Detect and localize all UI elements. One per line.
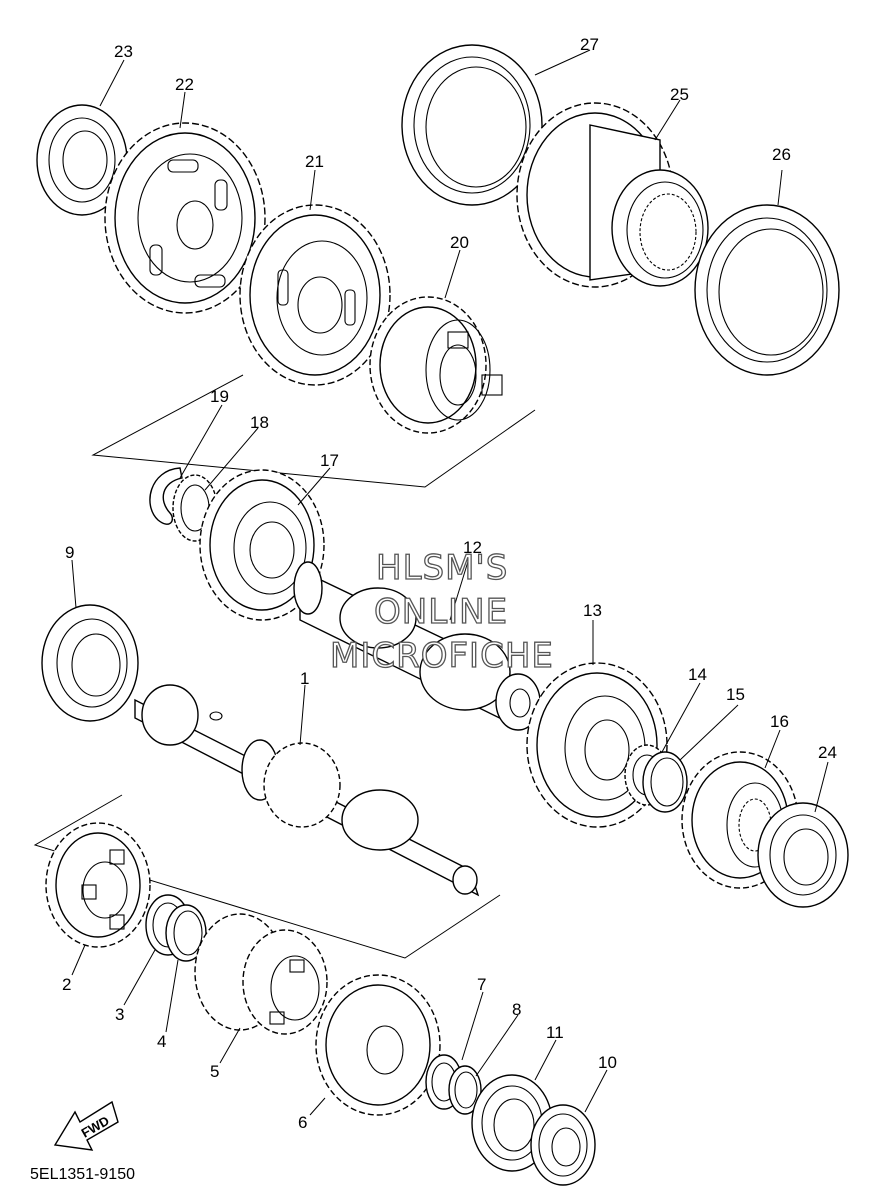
part-26-bearing [694, 204, 840, 376]
part-9-bearing [41, 604, 139, 722]
watermark-line-3: MICROFICHE [329, 635, 554, 676]
callout-11: 11 [546, 1023, 564, 1042]
callout-20: 20 [450, 233, 469, 252]
callout-17: 17 [320, 451, 339, 470]
callout-23: 23 [114, 42, 133, 61]
callout-24: 24 [818, 743, 837, 762]
callout-26: 26 [772, 145, 791, 164]
callout-25: 25 [670, 85, 689, 104]
part-5-gear [194, 913, 328, 1035]
callout-18: 18 [250, 413, 269, 432]
callout-3: 3 [115, 1005, 124, 1024]
lower-subassembly-outline [33, 794, 501, 959]
part-21-gear [239, 204, 391, 386]
callout-13: 13 [583, 601, 602, 620]
callout-numbers: 23 22 21 20 27 25 26 19 18 17 12 9 1 13 … [62, 35, 837, 1132]
callout-10: 10 [598, 1053, 617, 1072]
catalog-code: 5EL1351-9150 [30, 1166, 135, 1183]
callout-9: 9 [65, 543, 74, 562]
callout-5: 5 [210, 1062, 219, 1081]
callout-4: 4 [157, 1032, 166, 1051]
fwd-arrow-icon: FWD [53, 1100, 119, 1151]
callout-22: 22 [175, 75, 194, 94]
watermark-line-1: HLSM'S [375, 547, 509, 588]
part-8-circlip [448, 1065, 482, 1115]
callout-2: 2 [62, 975, 71, 994]
callout-21: 21 [305, 152, 324, 171]
callout-12: 12 [463, 538, 482, 557]
callout-8: 8 [512, 1000, 521, 1019]
part-12-axle [293, 561, 541, 731]
callout-1: 1 [300, 669, 309, 688]
callout-19: 19 [210, 387, 229, 406]
part-24-bearing [757, 802, 849, 908]
part-17-gear [199, 469, 325, 621]
callout-7: 7 [477, 975, 486, 994]
part-6-gear [315, 974, 441, 1116]
leader-lines [71, 49, 829, 1116]
part-15-circlip [642, 751, 688, 813]
callout-16: 16 [770, 712, 789, 731]
callout-14: 14 [688, 665, 707, 684]
part-2-gear [45, 822, 151, 948]
part-25-gear [516, 102, 709, 288]
part-10-oil-seal [530, 1104, 596, 1186]
part-22-gear [104, 122, 266, 314]
callout-6: 6 [298, 1113, 307, 1132]
callout-27: 27 [580, 35, 599, 54]
part-1-main-axle [134, 684, 480, 897]
part-27-bearing [401, 44, 543, 206]
part-20-gear [369, 296, 503, 434]
callout-15: 15 [726, 685, 745, 704]
watermark-line-2: ONLINE [373, 591, 509, 632]
part-19-circlip [149, 467, 183, 525]
